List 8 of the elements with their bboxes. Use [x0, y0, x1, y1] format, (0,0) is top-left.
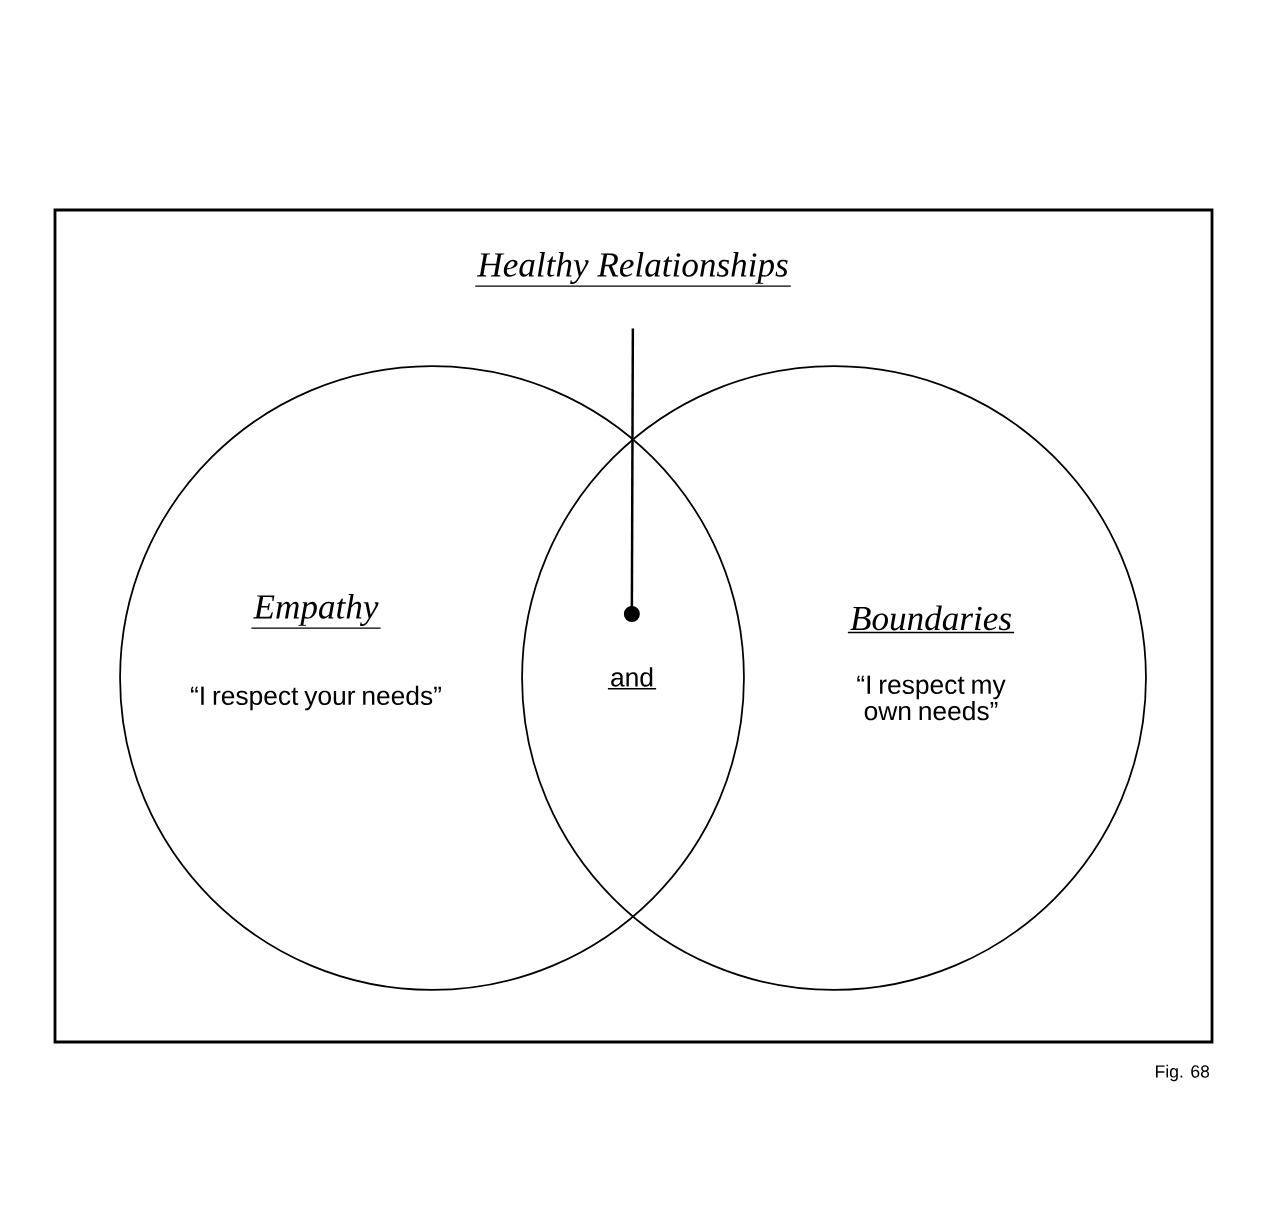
- quote-text: “I respect my own needs”: [857, 675, 1006, 721]
- figure-number: Fig. 68: [1156, 1064, 1210, 1082]
- leader-line: [623, 328, 640, 622]
- circle-heading: Boundaries: [847, 605, 1015, 634]
- quote-text: “I respect your needs”: [191, 685, 441, 711]
- circle-heading: Empathy: [250, 594, 382, 629]
- title: Healthy Relationships: [474, 252, 792, 287]
- connector-word: and: [607, 667, 657, 690]
